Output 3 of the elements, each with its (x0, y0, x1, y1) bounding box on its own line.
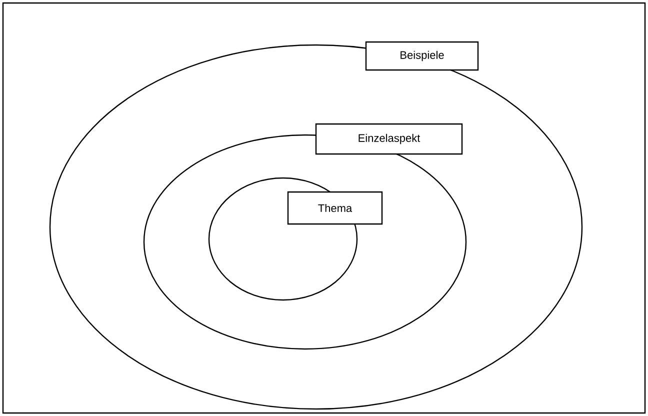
label-box: Beispiele (365, 41, 479, 71)
label-box: Thema (287, 191, 383, 225)
label-box: Einzelaspekt (315, 123, 463, 155)
